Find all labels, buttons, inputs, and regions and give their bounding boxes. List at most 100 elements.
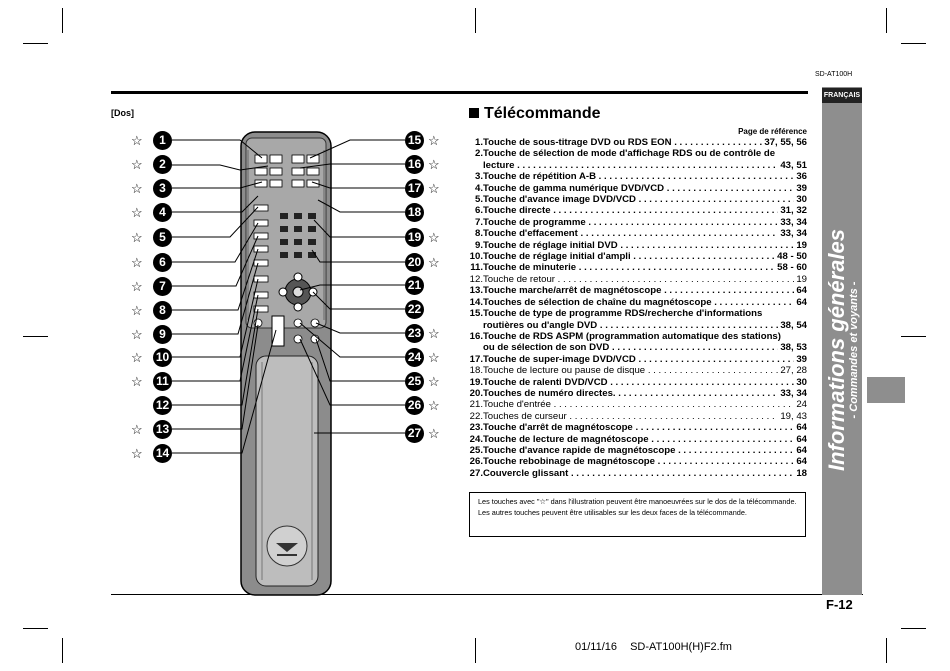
callout-10: 10	[153, 348, 172, 367]
callout-16: 16	[405, 155, 424, 174]
item-page: 19, 43	[780, 410, 807, 422]
list-item: 10.Touche de réglage initial d'ampli48 -…	[469, 251, 807, 262]
list-item: 20.Touches de numéro directes.33, 34	[469, 388, 807, 399]
item-text: Touche de retour	[483, 274, 794, 285]
callout-11: 11	[153, 372, 172, 391]
star-marker: ☆	[131, 446, 143, 461]
list-item: 15.Touche de type de programme RDS/reche…	[469, 308, 807, 319]
item-text: lecture	[483, 160, 778, 171]
language-tab: FRANÇAIS	[822, 88, 862, 103]
item-text: Touche de lecture de magnétoscope	[483, 434, 794, 445]
callout-17: 17	[405, 179, 424, 198]
item-page: 64	[796, 285, 807, 297]
item-text: Touches de curseur	[483, 411, 778, 422]
list-item: 6.Touche directe31, 32	[469, 205, 807, 216]
item-text: Touche d'entrée	[483, 399, 794, 410]
crop-mark	[62, 8, 63, 33]
page-number: F-12	[826, 597, 853, 612]
item-text: routières ou d'angle DVD	[483, 320, 778, 331]
reference-list: 1.Touche de sous-titrage DVD ou RDS EON3…	[469, 137, 807, 479]
page-ref-header: Page de référence	[738, 127, 807, 136]
item-number: 17.	[469, 353, 483, 365]
star-marker: ☆	[428, 181, 440, 196]
item-text: Touche de réglage initial DVD	[483, 240, 794, 251]
item-page: 39	[796, 182, 807, 194]
star-marker: ☆	[131, 133, 143, 148]
callout-1: 1	[153, 131, 172, 150]
item-page: 33, 34	[780, 216, 807, 228]
list-item: 24.Touche de lecture de magnétoscope64	[469, 434, 807, 445]
item-page: 58 - 60	[777, 262, 807, 274]
item-page: 31, 32	[780, 205, 807, 217]
crop-mark	[901, 43, 926, 44]
list-item: 17.Touche de super-image DVD/VCD39	[469, 354, 807, 365]
item-number: 7.	[474, 216, 483, 228]
callout-27: 27	[405, 424, 424, 443]
crop-mark	[62, 638, 63, 663]
item-number: 22.	[469, 410, 483, 422]
star-marker: ☆	[131, 205, 143, 220]
item-text: Touches de sélection de chaîne du magnét…	[483, 297, 794, 308]
square-bullet-icon	[469, 108, 479, 118]
item-page: 64	[796, 433, 807, 445]
list-item: lecture43, 51	[469, 160, 807, 171]
item-number: 26.	[469, 456, 483, 468]
item-text: Touche de sous-titrage DVD ou RDS EON	[483, 137, 762, 148]
item-text: Touches de numéro directes.	[483, 388, 778, 399]
item-number: 2.	[474, 148, 483, 160]
callout-14: 14	[153, 444, 172, 463]
callout-23: 23	[405, 324, 424, 343]
callout-25: 25	[405, 372, 424, 391]
item-page: 39	[796, 353, 807, 365]
star-marker: ☆	[428, 133, 440, 148]
item-number: 12.	[469, 273, 483, 285]
item-text: Touche directe	[483, 205, 778, 216]
item-page: 43, 51	[780, 159, 807, 171]
crop-mark	[23, 43, 48, 44]
item-page: 27, 28	[780, 365, 807, 377]
list-item: 25.Touche d'avance rapide de magnétoscop…	[469, 445, 807, 456]
callout-22: 22	[405, 300, 424, 319]
footer-rule	[111, 594, 863, 595]
item-text: ou de sélection de son DVD	[483, 342, 778, 353]
item-text: Touche de super-image DVD/VCD	[483, 354, 794, 365]
item-text: Touche de ralenti DVD/VCD	[483, 377, 794, 388]
callout-15: 15	[405, 131, 424, 150]
item-number: 13.	[469, 285, 483, 297]
star-marker: ☆	[428, 326, 440, 341]
list-item: 9.Touche de réglage initial DVD19	[469, 240, 807, 251]
star-marker: ☆	[131, 374, 143, 389]
back-label: [Dos]	[111, 108, 134, 118]
item-page: 30	[796, 194, 807, 206]
item-number: 21.	[469, 399, 483, 411]
crop-mark	[23, 628, 48, 629]
item-number: 24.	[469, 433, 483, 445]
header-model: SD-AT100H	[815, 71, 853, 78]
item-page: 64	[796, 444, 807, 456]
item-page: 24	[796, 399, 807, 411]
star-marker: ☆	[428, 350, 440, 365]
list-item: 8.Touche d'effacement33, 34	[469, 228, 807, 239]
item-text: Touche rebobinage de magnétoscope	[483, 456, 794, 467]
item-text: Touche de minuterie	[483, 262, 775, 273]
item-text: Touche de RDS ASPM (programmation automa…	[483, 330, 781, 342]
crop-mark	[886, 8, 887, 33]
star-marker: ☆	[131, 350, 143, 365]
crop-mark	[886, 638, 887, 663]
item-page: 30	[796, 376, 807, 388]
section-title: Télécommande	[469, 105, 600, 123]
list-item: 18.Touche de lecture ou pause de disque2…	[469, 365, 807, 376]
callout-5: 5	[153, 228, 172, 247]
list-item: 21.Touche d'entrée24	[469, 399, 807, 410]
star-marker: ☆	[428, 426, 440, 441]
item-number: 6.	[474, 205, 483, 217]
star-marker: ☆	[131, 230, 143, 245]
star-marker: ☆	[428, 398, 440, 413]
item-number: 8.	[474, 228, 483, 240]
item-text: Touche d'effacement	[483, 228, 778, 239]
list-item: 12.Touche de retour19	[469, 274, 807, 285]
note-box: Les touches avec "☆" dans l'illustration…	[469, 492, 806, 537]
list-item: 2.Touche de sélection de mode d'affichag…	[469, 148, 807, 159]
item-number: 5.	[474, 194, 483, 206]
item-page	[805, 148, 807, 159]
